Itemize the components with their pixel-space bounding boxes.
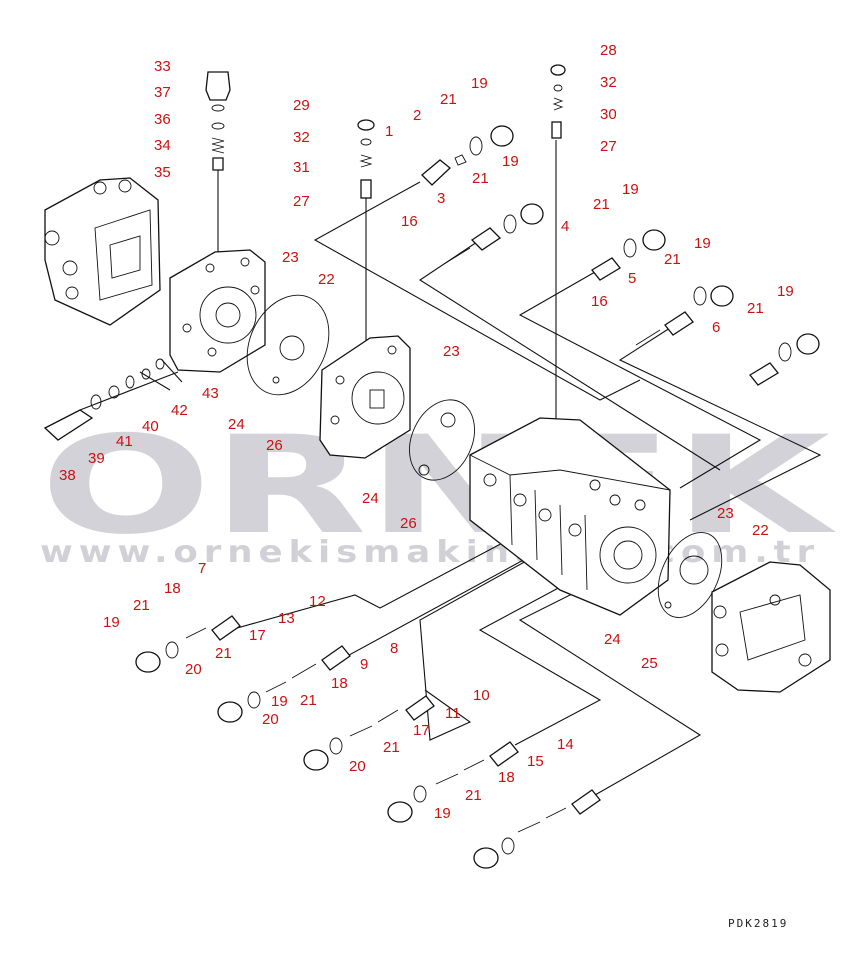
callout-label: 24 (228, 416, 245, 433)
callout-label: 3 (437, 190, 445, 207)
callout-label: 22 (752, 522, 769, 539)
right-end-cover (711, 561, 831, 693)
callout-label: 32 (600, 74, 617, 91)
callout-label: 16 (401, 213, 418, 230)
relief-valve-stack-middle (357, 119, 375, 199)
gasket-upper-left (246, 294, 330, 396)
callout-label: 27 (293, 193, 310, 210)
callout-label: 9 (360, 656, 368, 673)
gasket-middle (409, 399, 475, 481)
callout-label: 26 (266, 437, 283, 454)
callout-label: 21 (383, 739, 400, 756)
callout-label: 19 (434, 805, 451, 822)
callout-label: 19 (777, 283, 794, 300)
callout-label: 17 (249, 627, 266, 644)
callout-label: 13 (278, 610, 295, 627)
valve-section-middle (319, 335, 411, 459)
callout-label: 19 (622, 181, 639, 198)
callout-labels: 33 37 36 34 35 29 32 31 27 1 2 21 19 3 2… (59, 42, 794, 822)
callout-label: 2 (413, 107, 421, 124)
callout-label: 17 (413, 722, 430, 739)
callout-label: 43 (202, 385, 219, 402)
callout-label: 21 (133, 597, 150, 614)
callout-label: 21 (747, 300, 764, 317)
callout-label: 20 (349, 758, 366, 775)
callout-label: 11 (445, 705, 461, 722)
callout-label: 35 (154, 164, 171, 181)
callout-label: 20 (262, 711, 279, 728)
left-end-cover (44, 177, 161, 326)
callout-label: 12 (309, 593, 326, 610)
callout-label: 21 (664, 251, 681, 268)
callout-label: 14 (557, 736, 574, 753)
callout-label: 21 (593, 196, 610, 213)
callout-label: 5 (628, 270, 636, 287)
watermark: ORNEK www.ornekismakinalari.com.tr (40, 407, 837, 570)
callout-label: 22 (318, 271, 335, 288)
callout-label: 37 (154, 84, 171, 101)
callout-label: 19 (271, 693, 288, 710)
callout-label: 26 (400, 515, 417, 532)
callout-label: 39 (88, 450, 105, 467)
callout-label: 24 (604, 631, 621, 648)
callout-label: 24 (362, 490, 379, 507)
upper-spool-parts (421, 125, 820, 386)
callout-label: 21 (440, 91, 457, 108)
callout-label: 1 (385, 123, 393, 140)
left-relief-parts (43, 358, 165, 441)
callout-label: 18 (164, 580, 181, 597)
lower-spool-parts (135, 615, 601, 869)
callout-label: 28 (600, 42, 617, 59)
watermark-logo: ORNEK (40, 407, 837, 564)
callout-label: 41 (116, 433, 133, 450)
callout-label: 15 (527, 753, 544, 770)
callout-label: 19 (502, 153, 519, 170)
callout-label: 34 (154, 137, 171, 154)
callout-label: 21 (215, 645, 232, 662)
callout-label: 21 (465, 787, 482, 804)
callout-label: 21 (300, 692, 317, 709)
callout-label: 33 (154, 58, 171, 75)
drawing-code: PDK2819 (728, 917, 788, 930)
callout-label: 18 (498, 769, 515, 786)
callout-label: 23 (282, 249, 299, 266)
watermark-url: www.ornekismakinalari.com.tr (40, 535, 820, 570)
callout-label: 30 (600, 106, 617, 123)
gasket-right (657, 532, 723, 618)
callout-label: 10 (473, 687, 490, 704)
callout-label: 4 (561, 218, 569, 235)
callout-label: 19 (103, 614, 120, 631)
callout-label: 20 (185, 661, 202, 678)
callout-label: 25 (641, 655, 658, 672)
callout-label: 23 (443, 343, 460, 360)
callout-label: 16 (591, 293, 608, 310)
callout-label: 38 (59, 467, 76, 484)
callout-label: 6 (712, 319, 720, 336)
callout-label: 8 (390, 640, 398, 657)
callout-label: 27 (600, 138, 617, 155)
main-valve-block (469, 417, 671, 616)
relief-valve-stack-left (205, 71, 231, 171)
valve-section-upper-left (169, 249, 266, 373)
callout-label: 23 (717, 505, 734, 522)
callout-label: 31 (293, 159, 310, 176)
callout-label: 18 (331, 675, 348, 692)
callout-label: 40 (142, 418, 159, 435)
callout-label: 7 (198, 560, 206, 577)
callout-label: 29 (293, 97, 310, 114)
relief-valve-stack-right (550, 64, 566, 139)
callout-label: 32 (293, 129, 310, 146)
callout-label: 42 (171, 402, 188, 419)
callout-label: 36 (154, 111, 171, 128)
callout-label: 19 (471, 75, 488, 92)
callout-label: 19 (694, 235, 711, 252)
callout-label: 21 (472, 170, 489, 187)
